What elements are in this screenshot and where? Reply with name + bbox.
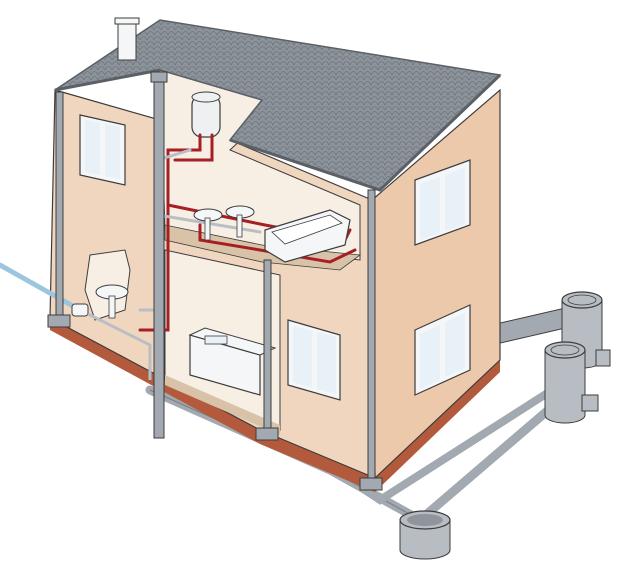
soakaway-ring (399, 510, 451, 560)
window-upper-left (79, 114, 126, 186)
bathtub (264, 209, 351, 263)
chimney (114, 17, 140, 61)
window-lower-right (414, 304, 471, 396)
bathroom-sink (193, 205, 255, 241)
vent-stack (150, 71, 168, 439)
downpipe-right (359, 189, 383, 491)
kitchen-counter (188, 327, 277, 396)
water-heater (191, 91, 221, 138)
ground-floor-basin (95, 284, 129, 319)
downpipe-middle (255, 259, 279, 441)
water-main (0, 262, 83, 313)
downpipe-left (47, 91, 71, 328)
window-upper-right (414, 159, 471, 246)
window-lower-front (287, 319, 341, 401)
inspection-chamber-front (544, 341, 599, 424)
floor-lower (165, 375, 280, 435)
water-meter (71, 303, 89, 317)
